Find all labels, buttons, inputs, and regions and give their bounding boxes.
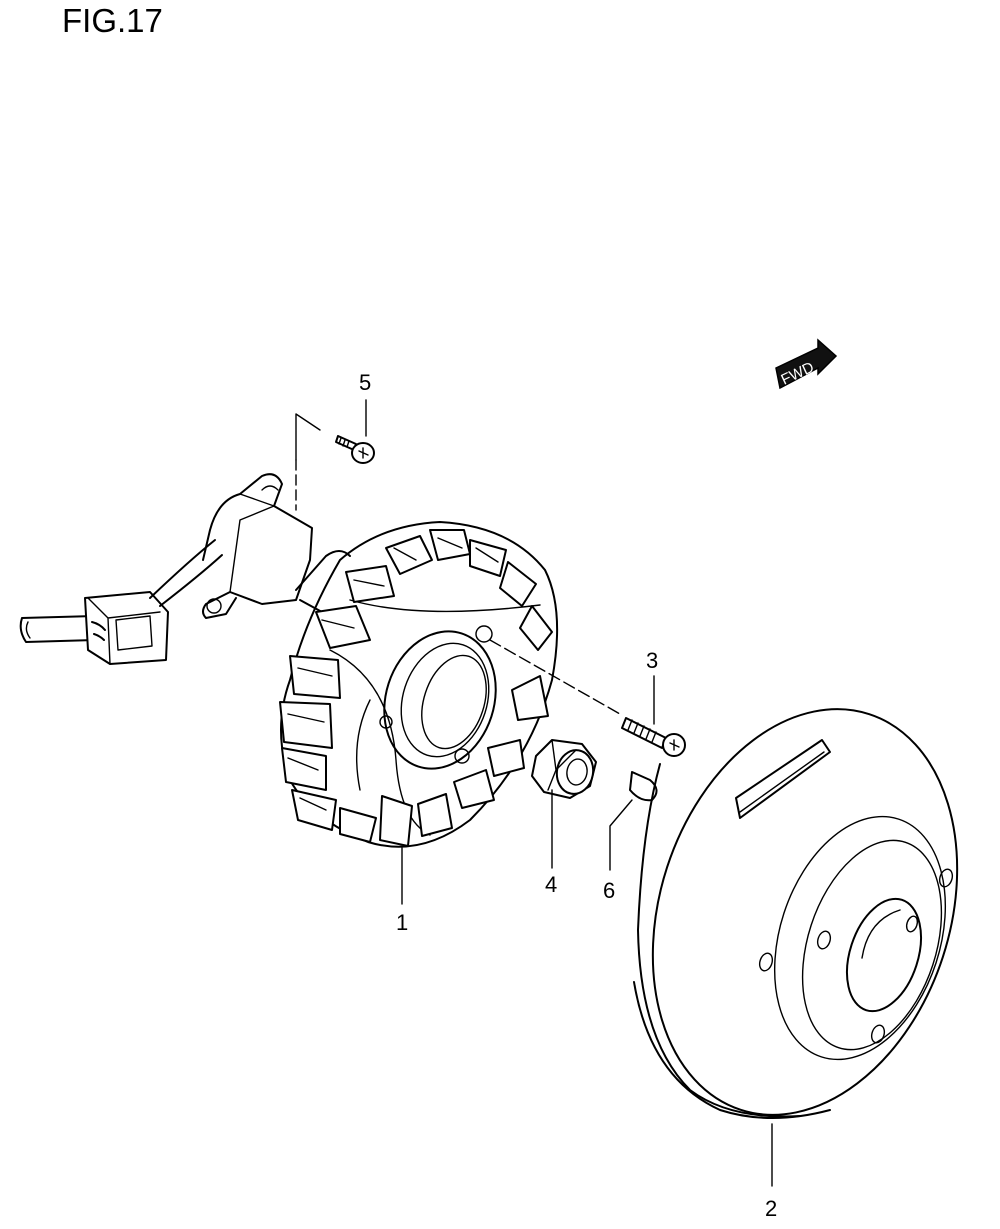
screw-part-5 <box>335 435 375 464</box>
callout-leaders <box>365 399 773 1187</box>
screw-part-3 <box>621 717 686 757</box>
callout-4: 4 <box>545 872 557 897</box>
guide-line-screw-5 <box>295 413 321 511</box>
rotor-part-2 <box>633 708 959 1119</box>
figure-title: FIG.17 <box>62 2 163 39</box>
guide-line-screw-3 <box>489 639 621 715</box>
callout-2: 2 <box>765 1196 777 1221</box>
nut-part-4 <box>531 739 597 799</box>
stator-part-1 <box>279 521 559 848</box>
callout-5: 5 <box>359 370 371 395</box>
fwd-direction-badge: FWD <box>775 338 838 390</box>
callout-3: 3 <box>646 648 658 673</box>
callout-1: 1 <box>396 910 408 935</box>
callout-6: 6 <box>603 878 615 903</box>
stator-wiring-harness <box>19 473 351 665</box>
